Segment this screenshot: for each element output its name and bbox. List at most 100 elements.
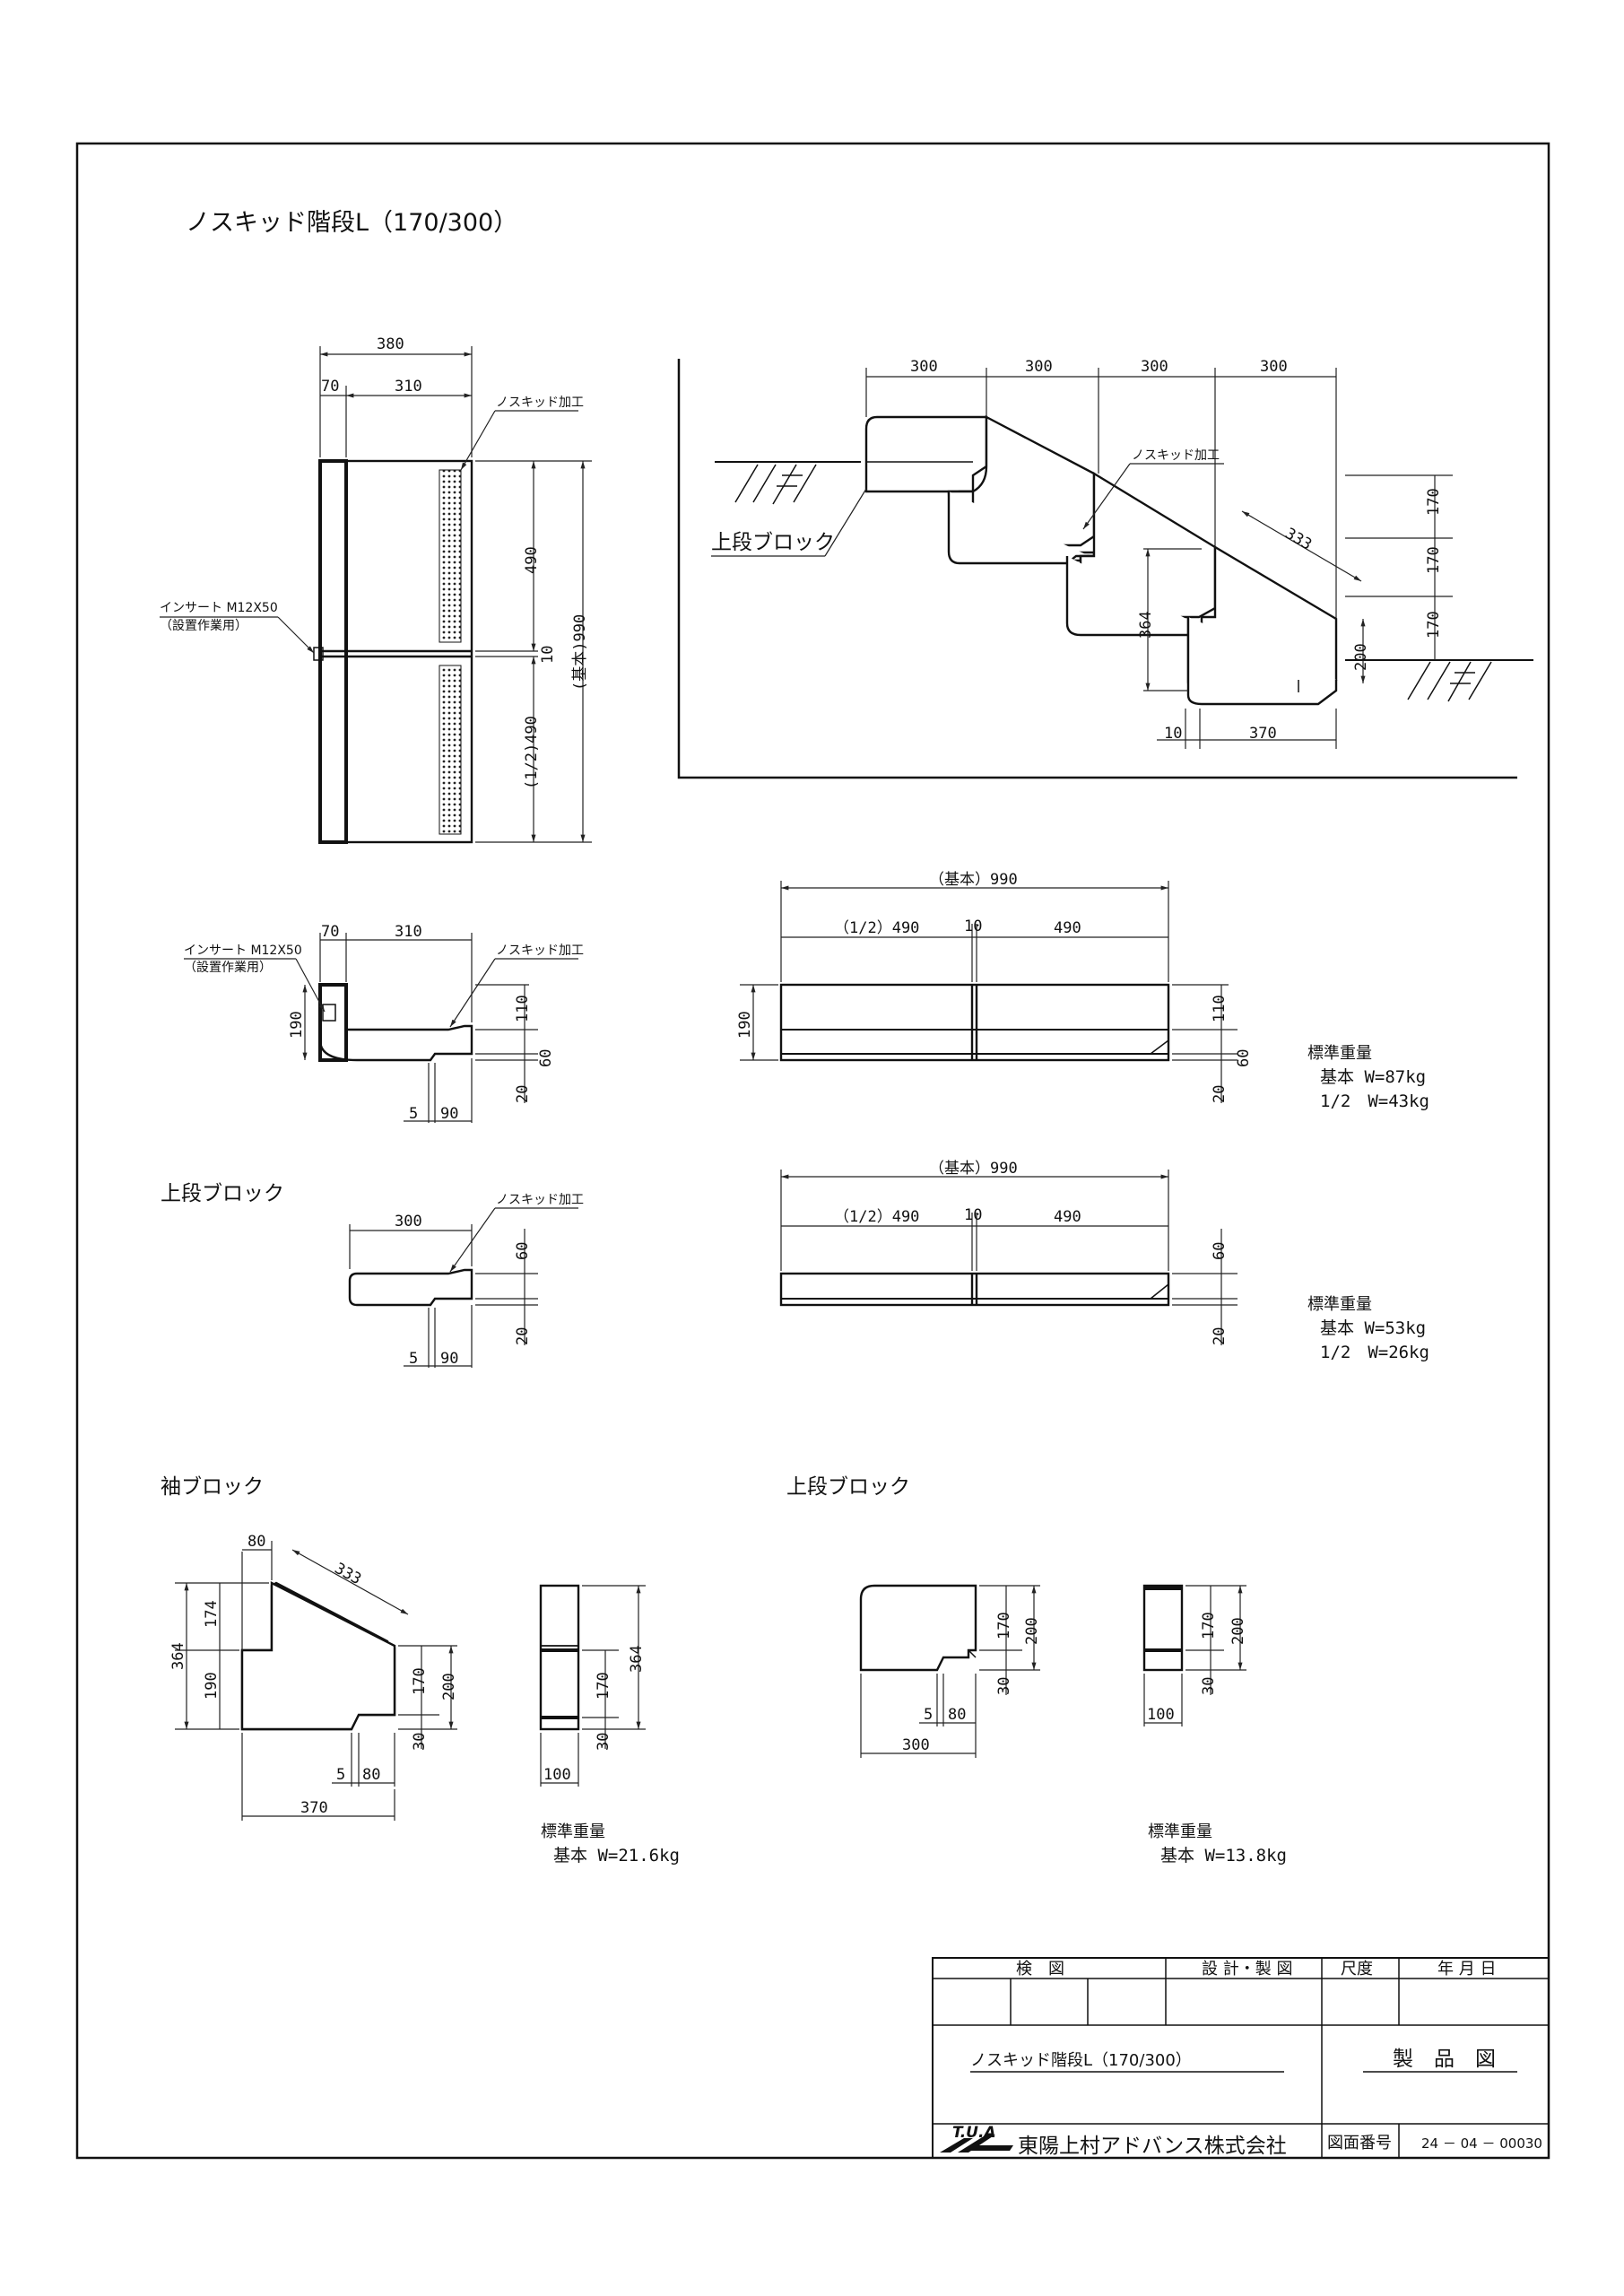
stair-assembly-view: 300 300 300 300 ノスキッド加工 上段ブロック 333 170 1… — [677, 358, 1533, 779]
dim-slv-190: 190 — [203, 1672, 221, 1700]
page-title: ノスキッド階段L（170/300） — [186, 209, 517, 237]
dim-elev2-10: 10 — [964, 1206, 982, 1224]
weight-upper2-title: 標準重量 — [1148, 1822, 1212, 1841]
dim-elev-20: 20 — [1211, 1085, 1229, 1103]
dim-elev-half490: （1/2）490 — [834, 919, 919, 937]
tb-drawing-no-label: 図面番号 — [1327, 2134, 1392, 2152]
weight-main-title: 標準重量 — [1307, 1044, 1372, 1063]
dim-tread-1: 300 — [910, 358, 938, 376]
tb-date: 年 月 日 — [1437, 1960, 1496, 1979]
tb-drawing-title: ノスキッド階段L（170/300） — [970, 2051, 1192, 2070]
dim-elev2-490: 490 — [1054, 1208, 1081, 1226]
insert-label-sec-2: （設置作業用） — [184, 961, 272, 975]
dim-riser-3: 170 — [1425, 611, 1443, 639]
dim-sec-310: 310 — [395, 923, 422, 941]
dim-elev2-60: 60 — [1211, 1242, 1229, 1260]
dim-sec-90: 90 — [440, 1105, 458, 1123]
dim-slv-170: 170 — [411, 1667, 429, 1695]
company-logo-icon — [940, 2135, 1013, 2152]
dim-elev-490: 490 — [1054, 919, 1081, 937]
dim-up2-30: 30 — [995, 1677, 1013, 1695]
tb-drawing-no: 24 － 04 － 00030 — [1421, 2135, 1542, 2152]
upper-block-2-front: 170 200 30 100 — [1142, 1584, 1247, 1726]
dim-slv-364: 364 — [169, 1642, 187, 1670]
dim-riser-2: 170 — [1425, 546, 1443, 574]
insert-label-2: （設置作業用） — [160, 619, 248, 633]
dim-elev-110: 110 — [1211, 995, 1229, 1022]
dim-up-60: 60 — [514, 1242, 532, 1260]
section-view: 70 310 インサート M12X50 （設置作業用） ノスキッド加工 190 … — [184, 923, 584, 1123]
dim-stair-200: 200 — [1352, 643, 1370, 671]
upper-block-section: 300 ノスキッド加工 60 20 5 90 — [348, 1193, 584, 1368]
dim-slv-174: 174 — [203, 1600, 221, 1628]
dim-up-300: 300 — [395, 1213, 422, 1231]
tb-company: 東陽上村アドバンス株式会社 — [1018, 2135, 1287, 2158]
dim-riser-1: 170 — [1425, 488, 1443, 516]
tb-inspect: 検 図 — [1016, 1960, 1064, 1979]
front-view: 380 70 310 ノスキッド加工 インサート M12X50 （設置作業用） … — [160, 335, 592, 844]
dim-up-5: 5 — [409, 1350, 418, 1368]
dim-up-90: 90 — [440, 1350, 458, 1368]
dim-stair-370: 370 — [1249, 725, 1277, 743]
dim-tread-4: 300 — [1260, 358, 1288, 376]
dim-tread-2: 300 — [1025, 358, 1053, 376]
insert-label-sec-1: インサート M12X50 — [184, 944, 302, 958]
dim-sec-70: 70 — [321, 923, 339, 941]
dim-slvf-364: 364 — [628, 1645, 646, 1673]
nonskid-label-front: ノスキッド加工 — [496, 396, 584, 410]
upper-block-2-side: 170 200 30 5 80 300 — [859, 1584, 1041, 1758]
dim-up2f-170: 170 — [1200, 1612, 1218, 1639]
nonskid-label-up: ノスキッド加工 — [496, 1193, 584, 1207]
dim-elev-60: 60 — [1235, 1049, 1253, 1067]
dim-slv-200: 200 — [440, 1673, 458, 1700]
tb-scale: 尺度 — [1341, 1960, 1373, 1979]
weight-upper-title: 標準重量 — [1307, 1295, 1372, 1314]
dim-slvf-30: 30 — [595, 1733, 612, 1751]
dim-slope-333: 333 — [1282, 525, 1316, 554]
nonskid-label-stair: ノスキッド加工 — [1132, 448, 1220, 463]
dim-slvf-100: 100 — [543, 1766, 571, 1784]
dim-front-70: 70 — [321, 378, 339, 396]
dim-sec-60: 60 — [537, 1049, 555, 1067]
dim-slv-80b: 80 — [362, 1766, 380, 1784]
weight-sleeve-title: 標準重量 — [541, 1822, 605, 1841]
sheet-border — [75, 142, 1550, 2160]
weight-upper2-base: 基本 W=13.8kg — [1160, 1846, 1287, 1866]
dim-elev-10: 10 — [964, 918, 982, 935]
weight-main-base: 基本 W=87kg — [1320, 1067, 1426, 1087]
dim-sec-20: 20 — [514, 1085, 532, 1103]
weight-sleeve-base: 基本 W=21.6kg — [553, 1846, 680, 1866]
upper-block-label-stair: 上段ブロック — [711, 531, 835, 554]
dim-front-380: 380 — [377, 335, 404, 353]
dim-front-310: 310 — [395, 378, 422, 396]
dim-tread-3: 300 — [1141, 358, 1168, 376]
dim-sec-5: 5 — [409, 1105, 418, 1123]
sleeve-block-front: 170 364 30 100 — [539, 1584, 646, 1787]
elevation-upper-view: （基本）990 （1/2）490 10 490 60 20 — [779, 1160, 1238, 1345]
dim-sec-110: 110 — [514, 995, 532, 1022]
upper-block-2-title: 上段ブロック — [786, 1475, 910, 1499]
tb-drawing-type: 製 品 図 — [1393, 2048, 1496, 2071]
dim-front-10: 10 — [539, 646, 557, 664]
nonskid-label-sec: ノスキッド加工 — [496, 944, 584, 958]
dim-stair-364: 364 — [1137, 611, 1155, 639]
weight-main: 標準重量 基本 W=87kg 1/2 W=43kg — [1307, 1044, 1429, 1111]
dim-up2f-200: 200 — [1229, 1617, 1247, 1645]
dim-slvf-170: 170 — [595, 1672, 612, 1700]
weight-main-half: 1/2 W=43kg — [1320, 1091, 1429, 1111]
dim-sec-190: 190 — [288, 1011, 306, 1039]
weight-upper: 標準重量 基本 W=53kg 1/2 W=26kg — [1307, 1295, 1429, 1362]
insert-label-1: インサート M12X50 — [160, 601, 278, 615]
dim-front-half490: (1/2)490 — [523, 716, 541, 789]
weight-upper-half: 1/2 W=26kg — [1320, 1343, 1429, 1362]
dim-up2-5: 5 — [924, 1706, 933, 1724]
dim-slv-80: 80 — [248, 1533, 265, 1551]
sleeve-block-side: 80 333 364 174 190 170 200 30 5 80 370 — [169, 1533, 458, 1821]
title-block: 検 図 設 計・製 図 尺度 年 月 日 ノスキッド階段L（170/300） 製… — [932, 1957, 1550, 2159]
upper-block-title: 上段ブロック — [161, 1182, 284, 1205]
elevation-main-view: （基本）990 （1/2）490 10 490 190 110 60 20 — [736, 871, 1253, 1103]
weight-upper-base: 基本 W=53kg — [1320, 1318, 1426, 1338]
tb-design: 設 計・製 図 — [1202, 1960, 1292, 1979]
